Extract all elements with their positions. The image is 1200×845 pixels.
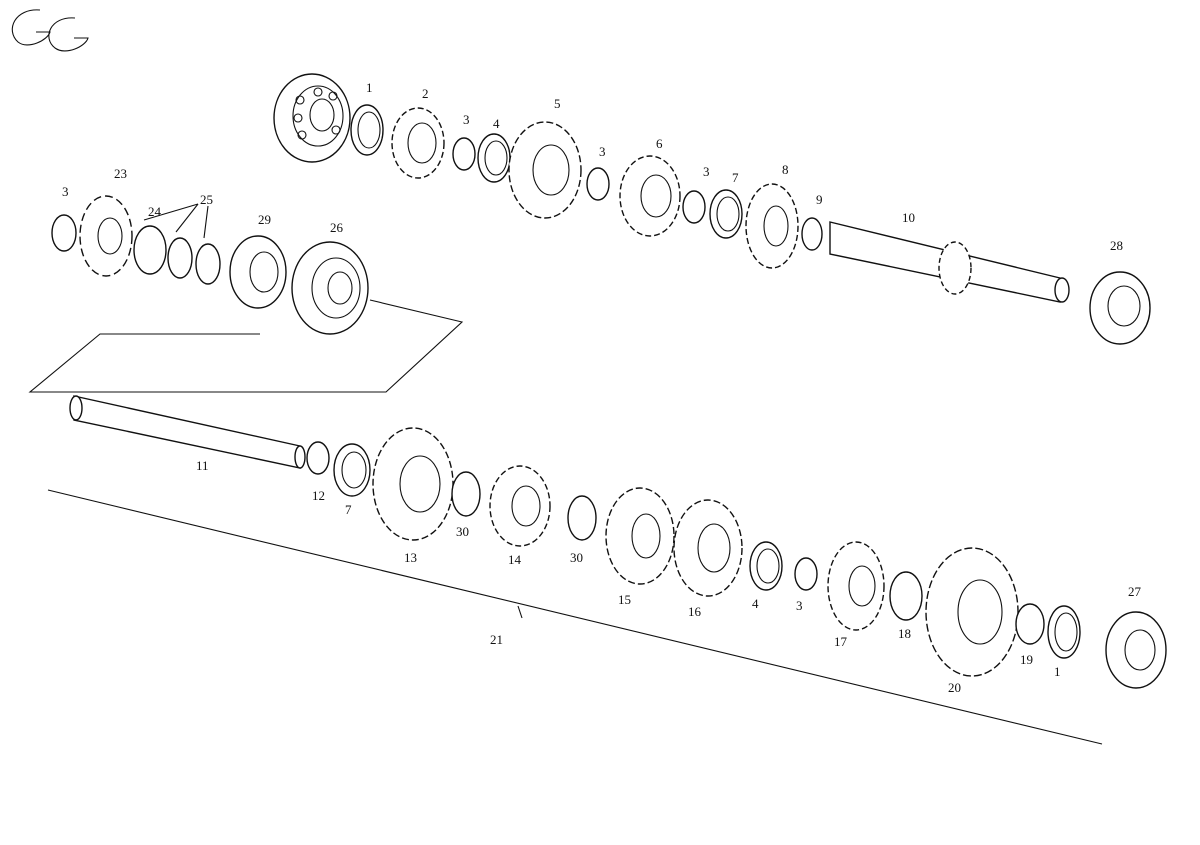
oring-25a (167, 237, 193, 279)
label-26: 26 (330, 220, 344, 235)
label-20: 20 (948, 680, 961, 695)
label-17: 17 (834, 634, 848, 649)
countershaft-11 (69, 395, 306, 469)
washer-4-lower (749, 541, 783, 591)
label-23: 23 (114, 166, 127, 181)
label-5: 5 (554, 96, 561, 111)
sprocket-23 (79, 195, 133, 277)
washer-7 (709, 189, 743, 239)
bearing-27 (1105, 611, 1167, 689)
gg-logo (11, 9, 89, 52)
label-10: 10 (902, 210, 915, 225)
oring-25b (195, 243, 221, 285)
gear-13 (372, 427, 454, 541)
circlip-3c (682, 190, 706, 224)
gear-5 (508, 121, 582, 219)
label-3a: 3 (463, 112, 470, 127)
assembly-guide-lines (28, 299, 1103, 745)
needle-bearing-30b (567, 495, 597, 541)
label-24: 24 (148, 204, 162, 219)
label-12: 12 (312, 488, 325, 503)
gear-8 (745, 183, 799, 269)
label-30a: 30 (456, 524, 469, 539)
label-21: 21 (490, 632, 503, 647)
gear-17 (827, 541, 885, 631)
gear-15 (605, 487, 675, 585)
lower-shaft-assembly: 11 12 7 13 30 14 30 15 16 4 3 17 18 20 1… (69, 395, 1167, 695)
label-11: 11 (196, 458, 209, 473)
label-25: 25 (200, 192, 213, 207)
gear-20 (925, 547, 1019, 677)
label-4-top: 4 (493, 116, 500, 131)
label-27: 27 (1128, 584, 1142, 599)
label-15: 15 (618, 592, 631, 607)
label-8: 8 (782, 162, 789, 177)
label-7-top: 7 (732, 170, 739, 185)
label-4-lower: 4 (752, 596, 759, 611)
label-29: 29 (258, 212, 271, 227)
bearing-26 (291, 241, 369, 335)
washer-1 (350, 104, 384, 156)
gear-16 (673, 499, 743, 597)
label-16: 16 (688, 604, 702, 619)
label-19: 19 (1020, 652, 1033, 667)
label-3c: 3 (703, 164, 710, 179)
upper-shaft-assembly: 1 2 3 4 5 3 6 3 7 8 9 10 28 (273, 73, 1151, 345)
sprocket-group: 3 23 24 25 29 26 (51, 166, 369, 335)
label-6: 6 (656, 136, 663, 151)
upper-left-bearing (273, 73, 351, 163)
label-1-top: 1 (366, 80, 373, 95)
gear-14 (489, 465, 551, 547)
circlip-3b (586, 167, 610, 201)
label-14: 14 (508, 552, 522, 567)
gear-2 (391, 107, 445, 179)
spacer-24 (133, 225, 167, 275)
washer-7-lower (333, 443, 371, 497)
label-30b: 30 (570, 550, 583, 565)
circlip-3-lower (794, 557, 818, 591)
washer-18 (889, 571, 923, 621)
label-3-left: 3 (62, 184, 69, 199)
label-1-lower: 1 (1054, 664, 1061, 679)
label-3-lower: 3 (796, 598, 803, 613)
bush-19 (1015, 603, 1045, 645)
label-2: 2 (422, 86, 429, 101)
needle-bearing-30a (451, 471, 481, 517)
label-9: 9 (816, 192, 823, 207)
circlip-3a (452, 137, 476, 171)
label-28: 28 (1110, 238, 1123, 253)
gear-6 (619, 155, 681, 237)
label-3b: 3 (599, 144, 606, 159)
circlip-3-left (51, 214, 77, 252)
circlip-12 (306, 441, 330, 475)
mainshaft-10 (829, 221, 1070, 303)
label-18: 18 (898, 626, 911, 641)
washer-1-lower (1047, 605, 1081, 659)
bush-9 (801, 217, 823, 251)
label-13: 13 (404, 550, 417, 565)
bearing-28 (1089, 271, 1151, 345)
seal-29 (229, 235, 287, 309)
label-7-lower: 7 (345, 502, 352, 517)
